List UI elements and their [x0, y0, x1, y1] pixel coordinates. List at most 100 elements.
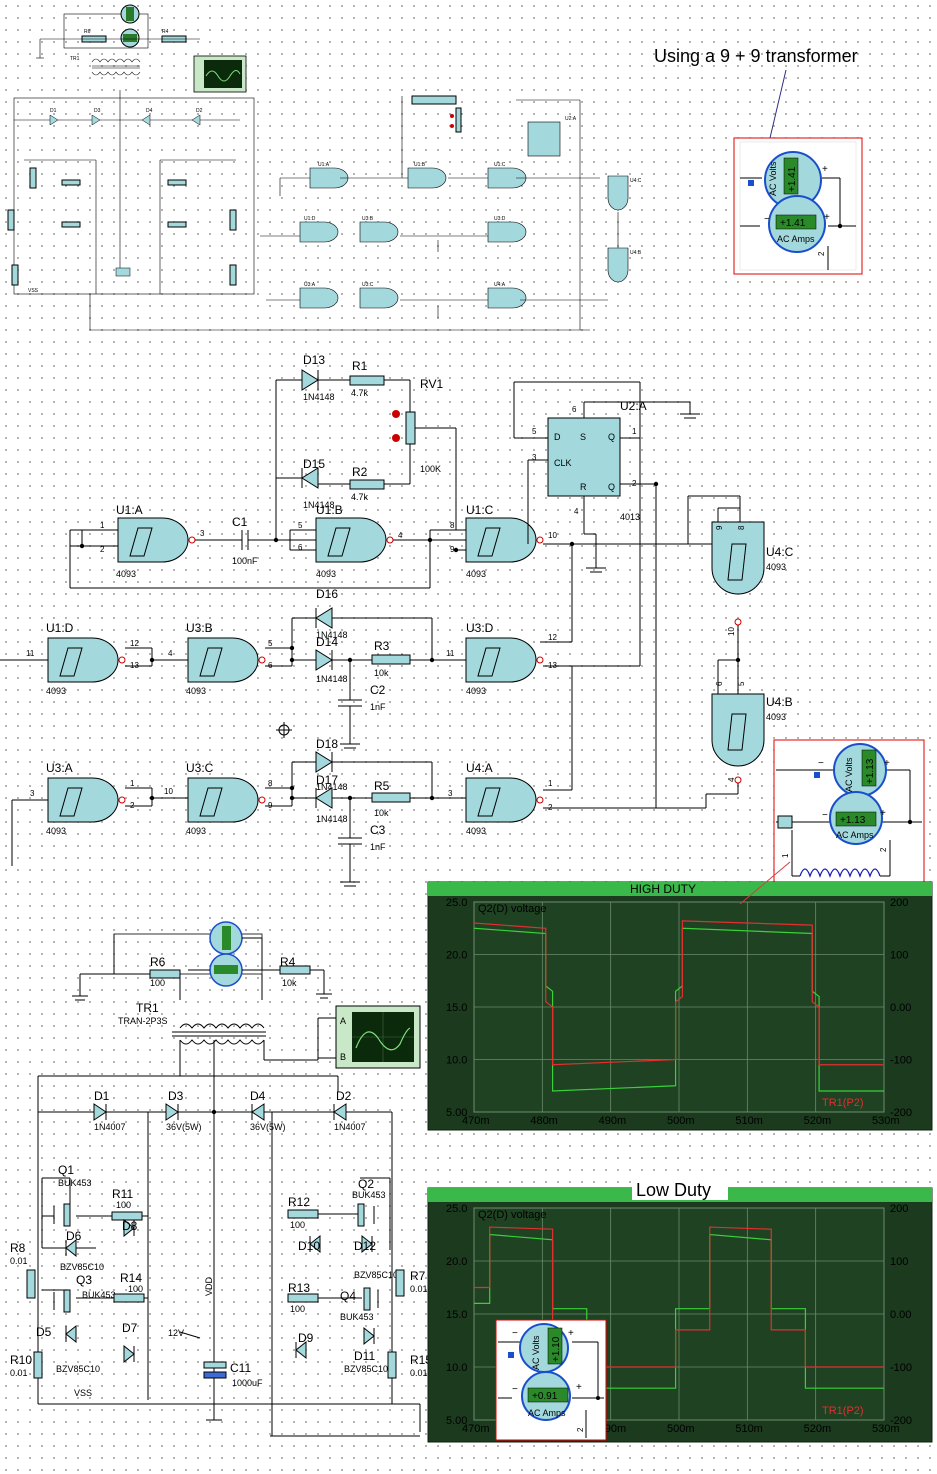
- label-d16-part: 1N4148: [316, 630, 348, 640]
- svg-text:U3:A: U3:A: [304, 282, 316, 288]
- svg-text:D3: D3: [94, 108, 101, 114]
- label-d9: D9: [298, 1331, 314, 1345]
- svg-text:1: 1: [100, 521, 105, 530]
- label-d1: D1: [94, 1089, 110, 1103]
- meter-panel-low: +1.10 AC Volts +0.91 AC Amps ++ −− 2: [495, 1319, 607, 1441]
- label-u2a: U2:A: [620, 399, 647, 413]
- label-d15: D15: [303, 457, 325, 471]
- svg-text:R6: R6: [84, 29, 91, 35]
- label-r5: R5: [374, 779, 390, 793]
- svg-text:U2:A: U2:A: [565, 116, 577, 122]
- part-u3d: 4093: [466, 686, 486, 696]
- svg-text:8: 8: [737, 525, 746, 530]
- svg-text:3: 3: [448, 789, 453, 798]
- value-r15: 0.01: [410, 1368, 428, 1378]
- part-d12: BZV85C10: [354, 1270, 398, 1280]
- svg-text:2: 2: [100, 545, 105, 554]
- label-d4: D4: [250, 1089, 266, 1103]
- scope-low-series-label: Q2(D) voltage: [478, 1209, 546, 1221]
- scope-high-y-right-tick: -100: [890, 1055, 912, 1067]
- scope-high-y-left-tick: 25.0: [446, 897, 467, 909]
- svg-text:11: 11: [446, 649, 455, 658]
- part-u1c: 4093: [466, 569, 486, 579]
- svg-text:10: 10: [164, 787, 173, 796]
- scope-high-y-right-tick: 0.00: [890, 1002, 911, 1014]
- part-d4: 36V(5W): [250, 1122, 286, 1132]
- svg-text:1: 1: [632, 427, 637, 436]
- svg-text:D: D: [554, 432, 561, 442]
- scope-high-x-tick: 510m: [735, 1115, 763, 1127]
- label-r7: R7: [410, 1269, 426, 1283]
- svg-text:CLK: CLK: [554, 458, 572, 468]
- label-u1b: U1:B: [316, 503, 343, 517]
- value-c11: 1000uF: [232, 1378, 263, 1388]
- meter-top-volts-label: AC Volts: [768, 161, 778, 196]
- label-r15: R15: [410, 1353, 432, 1367]
- value-r4: 10k: [282, 978, 297, 988]
- scope-high-y-right-tick: 100: [890, 950, 908, 962]
- scope-high-series-label: Q2(D) voltage: [478, 903, 546, 915]
- meter-top-amps: +1.41: [780, 218, 806, 229]
- scope-low-x-tick: 510m: [735, 1423, 763, 1435]
- svg-text:VSS: VSS: [28, 288, 39, 294]
- value-r3: 10k: [374, 668, 389, 678]
- svg-text:3: 3: [200, 529, 205, 538]
- svg-text:11: 11: [26, 649, 35, 658]
- label-d3: D3: [168, 1089, 184, 1103]
- meter-mid-volts-label: AC Volts: [844, 757, 854, 792]
- scope-high-x-tick: 470m: [462, 1115, 490, 1127]
- part-q1: BUK453: [58, 1178, 92, 1188]
- power-schematic: R6 100 R4 10k TR1 TRAN-2P3S A B: [10, 921, 432, 1437]
- svg-text:5: 5: [737, 681, 746, 686]
- scope-high-x-tick: 480m: [530, 1115, 558, 1127]
- svg-text:4: 4: [398, 531, 403, 540]
- label-vdd: VDD: [204, 1276, 214, 1296]
- svg-text:U3:B: U3:B: [362, 216, 374, 222]
- svg-text:+: +: [824, 212, 830, 223]
- label-d10: D10: [298, 1239, 320, 1253]
- scope-high-series-tr1p2: [473, 920, 884, 1066]
- meter-panel-top: +1.41 AC Volts +1.41 AC Amps ++ − 2: [733, 137, 863, 275]
- value-r11: 100: [116, 1200, 131, 1210]
- label-vss: VSS: [74, 1388, 92, 1398]
- scope-high-trace-label: TR1(P2): [822, 1097, 864, 1109]
- label-c2: C2: [370, 683, 386, 697]
- scope-high-x-tick: 530m: [872, 1115, 900, 1127]
- value-c3: 1nF: [370, 842, 386, 852]
- value-r14: 100: [128, 1284, 143, 1294]
- label-r6: R6: [150, 955, 166, 969]
- label-u1c: U1:C: [466, 503, 494, 517]
- value-rv1: 100K: [420, 464, 441, 474]
- part-d3: 36V(5W): [166, 1122, 202, 1132]
- part-q3: BUK453: [82, 1290, 116, 1300]
- label-q3: Q3: [76, 1273, 92, 1287]
- scope-high-y-right-tick: 200: [890, 897, 908, 909]
- svg-text:U1:C: U1:C: [494, 162, 506, 168]
- svg-text:Q: Q: [608, 482, 615, 492]
- scope-high-x-tick: 490m: [599, 1115, 627, 1127]
- scope-high-series-q2d: [473, 927, 884, 1092]
- scope-low-trace-label: TR1(P2): [822, 1405, 864, 1417]
- svg-text:1: 1: [130, 779, 135, 788]
- meter-mid-amps-label: AC Amps: [836, 830, 874, 840]
- scope-low-x-tick: 530m: [872, 1423, 900, 1435]
- part-u4c: 4093: [766, 562, 786, 572]
- label-d6: D6: [66, 1229, 82, 1243]
- svg-text:+: +: [576, 1382, 582, 1393]
- logic-schematic: D13 1N4148 R1 4.7k RV1 100K D15 1N4148 R…: [0, 353, 794, 887]
- label-d14: D14: [316, 635, 338, 649]
- svg-text:−: −: [764, 214, 770, 225]
- label-c11: C11: [230, 1361, 251, 1375]
- value-r5: 10k: [374, 808, 389, 818]
- scope-low-y-left-tick: 5.00: [446, 1415, 467, 1427]
- label-r8: R8: [10, 1241, 26, 1255]
- meter-mid-amps: +1.13: [840, 815, 866, 826]
- value-r7: 0.01: [410, 1284, 428, 1294]
- label-r4: R4: [280, 955, 296, 969]
- scope-high-y-left-tick: 20.0: [446, 950, 467, 962]
- label-u1a: U1:A: [116, 503, 143, 517]
- svg-text:1: 1: [548, 779, 553, 788]
- svg-text:5: 5: [298, 521, 303, 530]
- part-u4b: 4093: [766, 712, 786, 722]
